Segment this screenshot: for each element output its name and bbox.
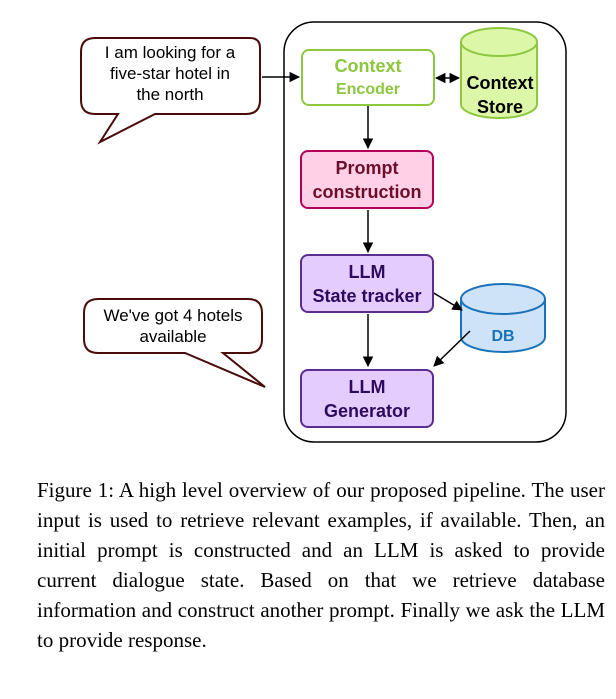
context-encoder-subtitle: Encoder <box>335 80 400 98</box>
pipeline-container <box>283 21 567 443</box>
db-title: DB <box>491 328 515 345</box>
prompt-construction-title: Prompt <box>335 157 399 178</box>
system-speech-bubble <box>83 298 266 388</box>
context-store-subtitle: Store <box>476 97 523 117</box>
user-message: I am looking for a five-star hotel in th… <box>85 42 255 105</box>
system-message-line: We've got 4 hotels <box>103 306 243 325</box>
llm-generator-subtitle: Generator <box>323 400 411 421</box>
user-speech-bubble <box>80 37 261 145</box>
prompt-construction-node: Prompt construction <box>300 150 434 209</box>
user-message-line: I am looking for a <box>104 43 236 62</box>
llm-state-tracker-node: LLM State tracker <box>300 254 434 313</box>
context-store-cylinder <box>460 27 538 119</box>
system-message-line: available <box>139 327 207 346</box>
context-store-title: Context <box>466 73 534 93</box>
system-message: We've got 4 hotels available <box>86 305 260 347</box>
context-encoder-node: Context Encoder <box>301 49 435 106</box>
prompt-construction-subtitle: construction <box>312 181 422 202</box>
context-store-label: Context Store <box>461 70 539 120</box>
llm-state-tracker-title: LLM <box>348 261 386 282</box>
arrow-db-to-generator <box>433 330 471 367</box>
llm-state-tracker-subtitle: State tracker <box>312 285 422 306</box>
user-message-line: five-star hotel in <box>110 64 230 83</box>
user-message-line: the north <box>136 85 204 104</box>
diagram-canvas <box>80 21 567 443</box>
llm-generator-node: LLM Generator <box>300 369 434 428</box>
arrow-tracker-to-db <box>431 291 463 311</box>
context-encoder-title: Context <box>334 55 402 76</box>
figure-caption: Figure 1: A high level overview of our p… <box>37 478 605 652</box>
llm-generator-title: LLM <box>348 376 386 397</box>
pipeline-diagram: I am looking for a five-star hotel in th… <box>80 21 567 443</box>
db-cylinder <box>460 283 546 353</box>
db-label: DB <box>461 325 545 349</box>
